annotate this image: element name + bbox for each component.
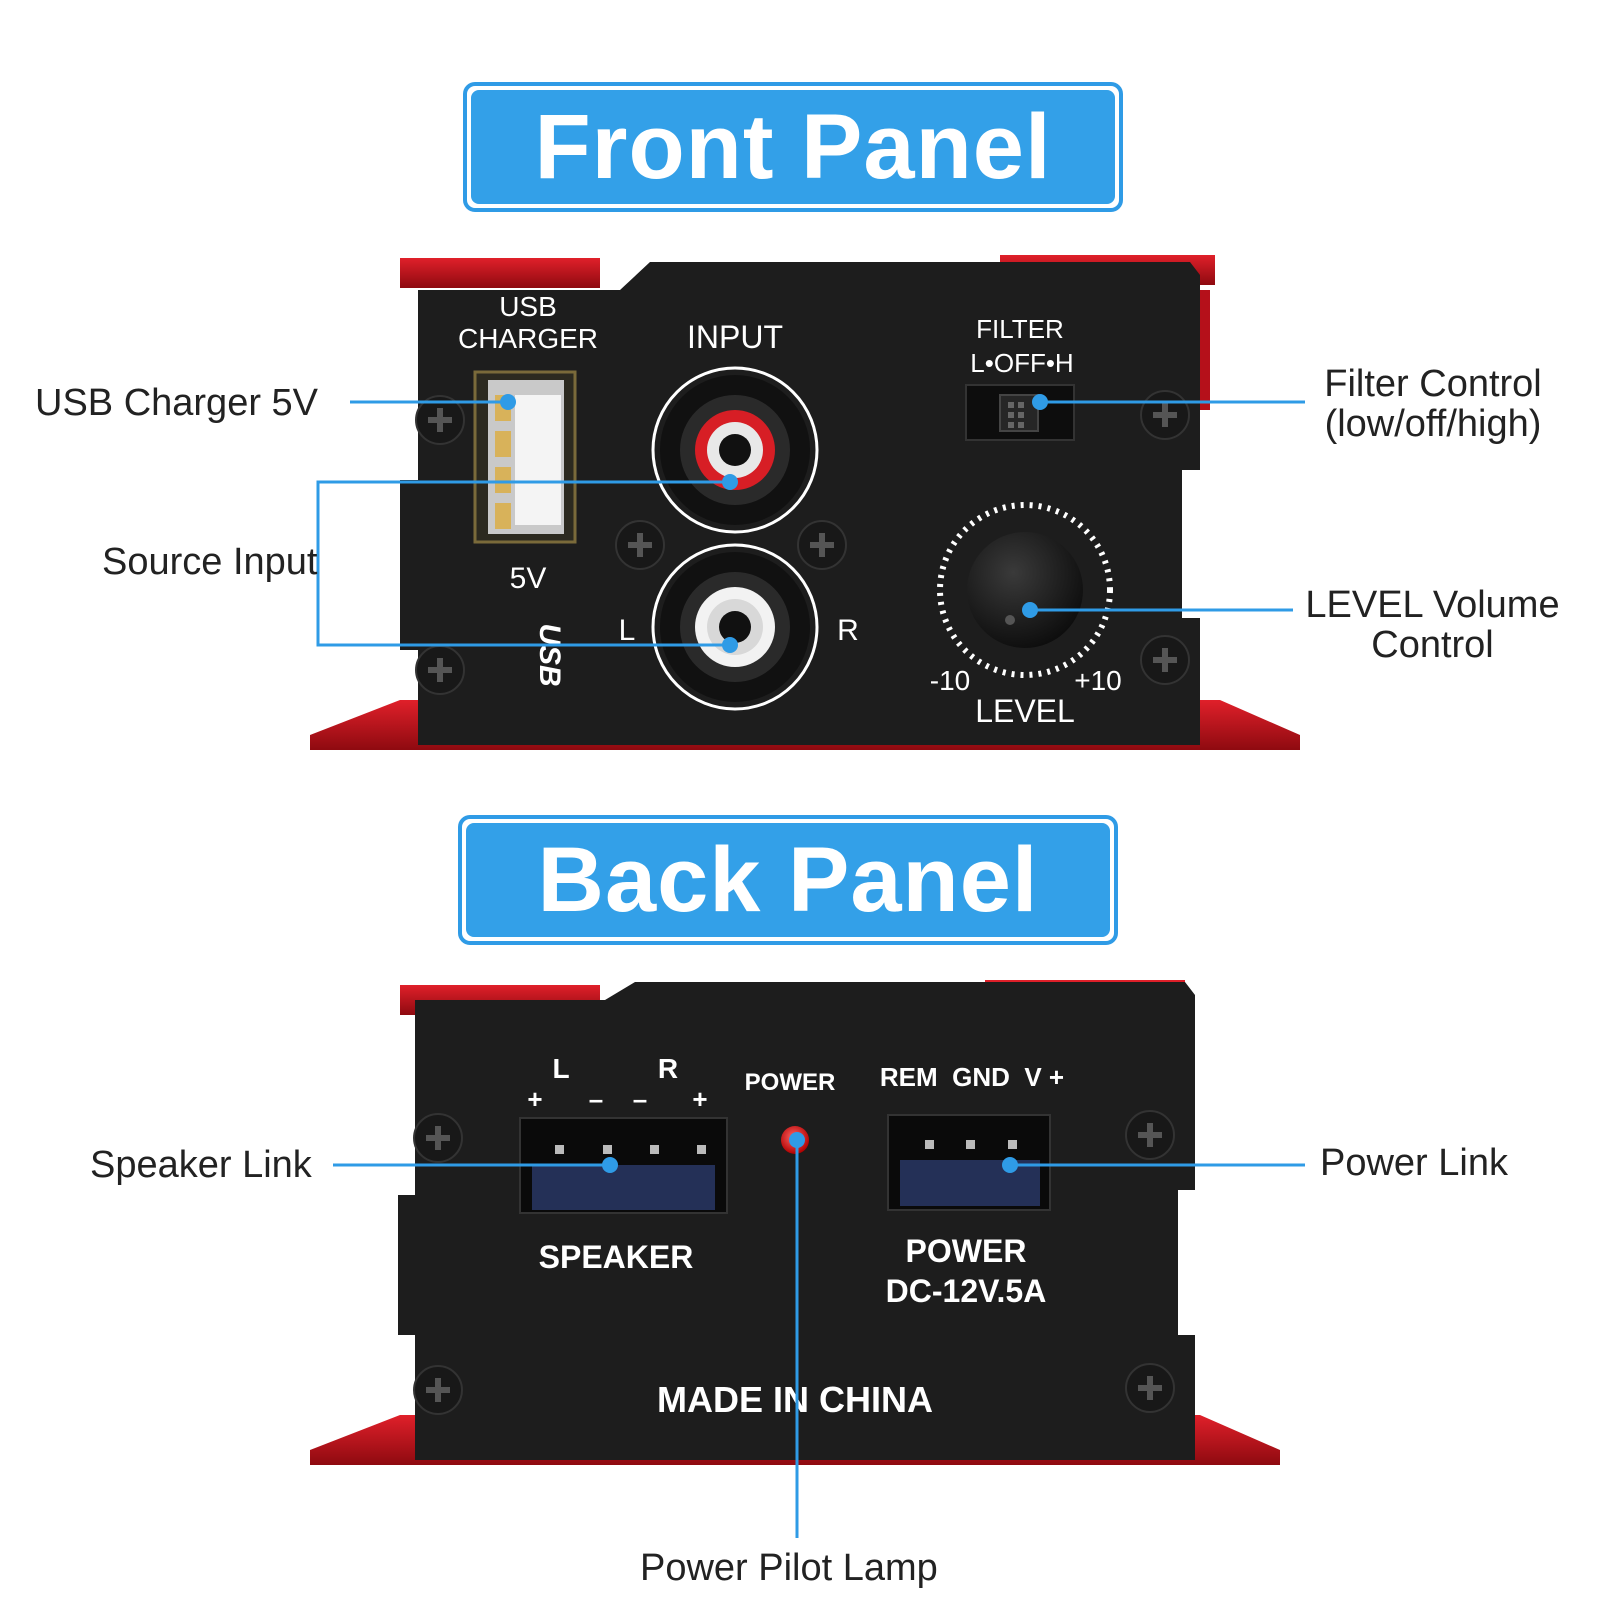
level-min-label: -10 (930, 665, 970, 696)
input-right-label: R (837, 614, 859, 647)
power-label: POWER (906, 1233, 1027, 1269)
back-panel-title: Back Panel (466, 823, 1110, 937)
screw-icon (1140, 635, 1190, 685)
power-connector[interactable] (887, 1114, 1051, 1211)
speaker-polarity-4: + (692, 1084, 707, 1114)
front-panel-title-box: Front Panel (463, 82, 1123, 212)
callout-level-line2: Control (1371, 624, 1494, 666)
callout-level-line1: LEVEL Volume (1305, 584, 1560, 626)
usb-voltage-label: 5V (510, 562, 547, 595)
front-panel-title: Front Panel (471, 90, 1115, 204)
charger-label: CHARGER (458, 323, 598, 354)
front-panel-device: USB CHARGER 5V USB INPUT (310, 255, 1300, 750)
level-label: LEVEL (975, 693, 1075, 729)
heatsink-fin-top-left (400, 258, 600, 288)
callout-power-pilot-lamp: Power Pilot Lamp (640, 1547, 938, 1589)
made-in-label: MADE IN CHINA (657, 1379, 933, 1420)
usb-label: USB (499, 291, 557, 322)
filter-label: FILTER (976, 314, 1064, 344)
screw-icon (615, 520, 665, 570)
filter-positions-label: L•OFF•H (970, 348, 1073, 378)
callout-filter-line2: (low/off/high) (1324, 403, 1542, 445)
speaker-polarity-3: – (633, 1084, 647, 1114)
screw-icon (1125, 1110, 1175, 1160)
power-spec-label: DC-12V.5A (886, 1273, 1047, 1309)
screw-icon (1140, 390, 1190, 440)
screw-icon (415, 645, 465, 695)
usb-port[interactable] (473, 370, 577, 544)
callout-speaker-link: Speaker Link (90, 1144, 312, 1186)
callout-filter-line1: Filter Control (1324, 363, 1542, 405)
rca-jack-left[interactable] (651, 543, 819, 711)
screw-icon (797, 520, 847, 570)
screw-icon (415, 395, 465, 445)
callout-usb-charger: USB Charger 5V (35, 382, 319, 424)
level-max-label: +10 (1074, 665, 1122, 696)
screw-icon (413, 1113, 463, 1163)
input-left-label: L (619, 614, 636, 647)
rca-jack-right[interactable] (651, 366, 819, 534)
speaker-polarity-1: + (527, 1084, 542, 1114)
usb-logo: USB (533, 623, 566, 686)
back-panel-device: L R + – – + SPEAKER POWER REM GND V + (310, 980, 1280, 1465)
callout-filter-control: Filter Control (low/off/high) (1303, 364, 1563, 444)
power-led-label: POWER (745, 1069, 836, 1096)
speaker-label: SPEAKER (539, 1239, 694, 1275)
level-knob[interactable] (937, 502, 1113, 678)
back-panel-title-box: Back Panel (458, 815, 1118, 945)
speaker-polarity-2: – (589, 1084, 603, 1114)
input-label: INPUT (687, 319, 783, 355)
speaker-connector[interactable] (519, 1117, 728, 1214)
speaker-right-label: R (658, 1053, 678, 1084)
power-led (781, 1126, 809, 1154)
callout-power-link: Power Link (1320, 1142, 1508, 1184)
screw-icon (413, 1365, 463, 1415)
callout-source-input: Source Input (102, 541, 318, 583)
screw-icon (1125, 1363, 1175, 1413)
callout-level-control: LEVEL Volume Control (1290, 585, 1575, 665)
filter-switch[interactable] (965, 384, 1075, 441)
speaker-left-label: L (552, 1053, 569, 1084)
power-terminals-label: REM GND V + (880, 1062, 1064, 1092)
